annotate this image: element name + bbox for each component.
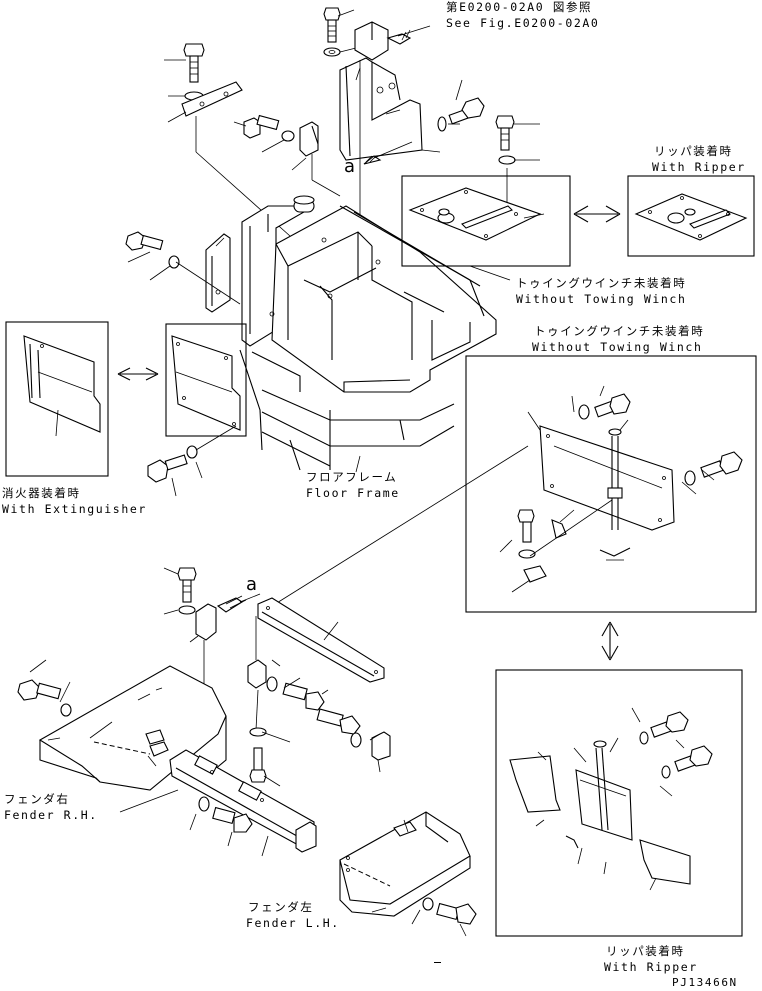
see-fig-label-en: See Fig.E0200-02A0	[446, 16, 600, 30]
with-ripper-bottom-en: With Ripper	[604, 960, 698, 974]
interchange-arrow-left	[117, 367, 159, 381]
top-bracket-panel	[339, 57, 423, 161]
left-top-bolt-plate	[164, 43, 243, 123]
side-bolt-washer	[125, 231, 241, 305]
reference-mark-a-bottom: a	[246, 574, 258, 595]
mount-block-with-fitting	[354, 21, 431, 61]
without-winch-top-en: Without Towing Winch	[516, 292, 687, 306]
without-winch-right-en: Without Towing Winch	[532, 340, 703, 354]
box-extinguisher-plate-current	[165, 323, 247, 437]
cross-bar-beam	[119, 749, 317, 857]
interchange-arrow-top	[573, 205, 621, 223]
box-with-extinguisher	[5, 321, 109, 477]
side-vertical-bracket	[205, 233, 231, 313]
with-ripper-top-jp: リッパ装着時	[654, 144, 733, 158]
ref-arrow-a-bottom	[239, 593, 261, 603]
box-without-winch-right	[465, 355, 757, 613]
bracket-side-bolt	[421, 79, 485, 153]
leader-line-winch	[271, 445, 529, 607]
floor-frame	[195, 60, 497, 473]
see-fig-label-jp: 第E0200-02A0 図参照	[446, 0, 593, 14]
reference-mark-a-top: a	[344, 156, 356, 177]
center-small-bolt-bracket	[233, 114, 319, 171]
with-ripper-bottom-jp: リッパ装着時	[606, 944, 685, 958]
fender-lh-label-en: Fender L.H.	[246, 916, 340, 930]
fender-left	[339, 811, 477, 937]
box-with-ripper-top	[627, 175, 755, 257]
bottom-center-brackets	[247, 616, 391, 787]
fender-rh-label-jp: フェンダ右	[4, 792, 70, 806]
floor-frame-label-en: Floor Frame	[306, 486, 400, 500]
box-without-winch-top	[401, 175, 571, 281]
floor-frame-label-jp: フロアフレーム	[306, 470, 398, 484]
ref-arrow-a-top	[363, 141, 413, 165]
without-winch-top-jp: トゥイングウインチ未装着時	[516, 276, 687, 290]
fender-rh-label-en: Fender R.H.	[4, 808, 98, 822]
with-ripper-top-en: With Ripper	[652, 160, 746, 174]
top-bolt-1	[323, 7, 357, 57]
with-extinguisher-label-jp: 消火器装着時	[2, 486, 81, 500]
plate-bolt-washer	[495, 115, 540, 210]
without-winch-right-jp: トゥイングウインチ未装着時	[534, 324, 705, 338]
box-with-ripper-bottom	[495, 669, 743, 937]
page-mark	[434, 962, 441, 963]
bottom-right-long-bracket	[257, 597, 385, 683]
drawing-number: PJ13466N	[672, 976, 738, 989]
interchange-arrow-vertical	[601, 621, 619, 661]
fender-lh-label-jp: フェンダ左	[248, 900, 314, 914]
bottom-bolt-block	[163, 567, 247, 700]
with-extinguisher-label-en: With Extinguisher	[2, 502, 147, 516]
extinguisher-bolt	[147, 425, 237, 497]
